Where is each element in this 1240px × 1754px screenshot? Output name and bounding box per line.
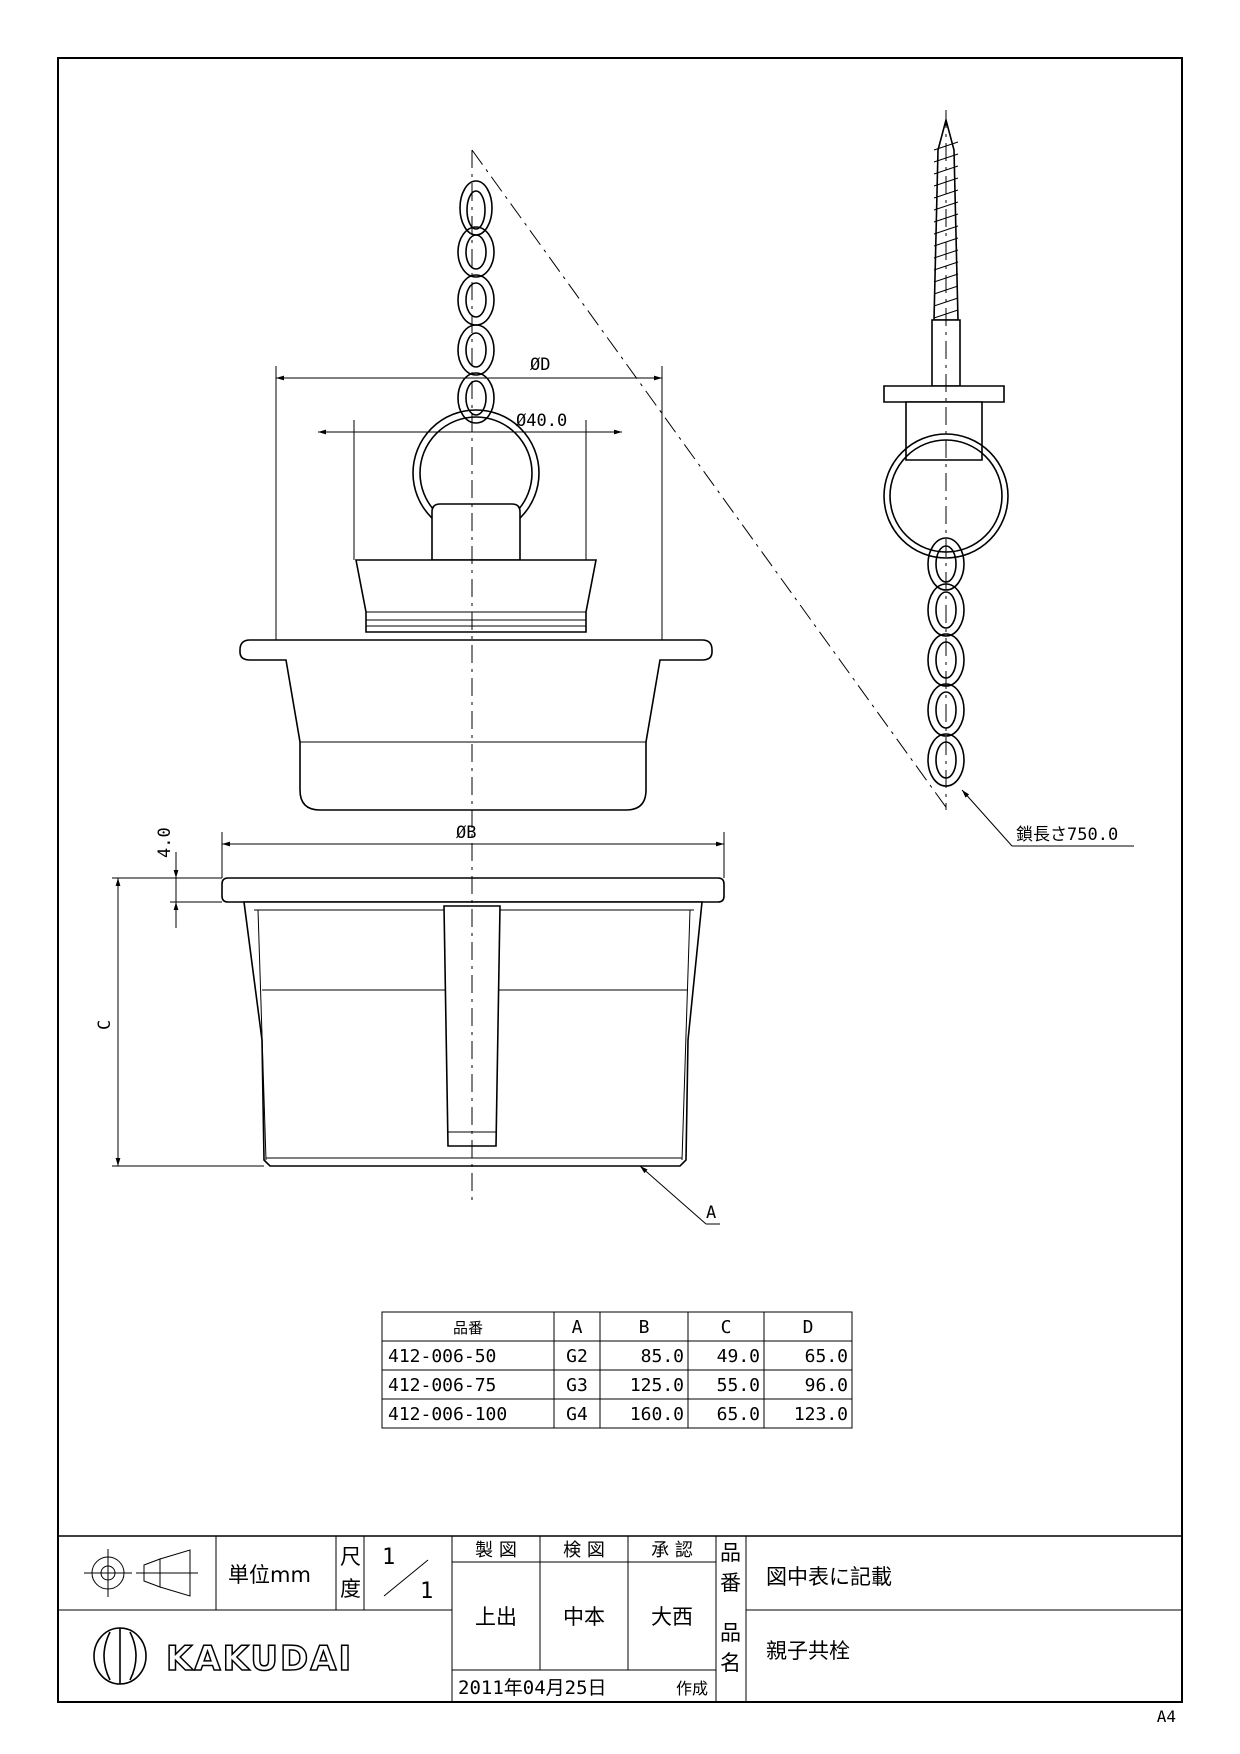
table-row-2-c: 55.0: [717, 1375, 760, 1396]
upper-cup: [239, 639, 713, 811]
part-no-value: 図中表に記載: [766, 1565, 892, 1589]
table-row-3-d: 123.0: [794, 1404, 848, 1425]
projection-line: [471, 149, 949, 811]
title-block: 単位mm 尺 度 1 1 製 図 検 図 承 認 上出 中本 大西 2011年0…: [58, 1535, 1182, 1702]
table-row-1-b: 85.0: [641, 1346, 684, 1367]
table-row-1-part-no: 412-006-50: [388, 1346, 496, 1367]
approved-label: 承 認: [651, 1540, 693, 1561]
table-header-c: C: [721, 1317, 732, 1338]
table-row-3-c: 65.0: [717, 1404, 760, 1425]
name-label-1: 品: [720, 1621, 741, 1645]
table-row-3-part-no: 412-006-100: [388, 1404, 507, 1425]
stopper-assembly: [221, 149, 949, 1200]
table-row-1-d: 65.0: [805, 1346, 848, 1367]
part-name-value: 親子共栓: [766, 1639, 850, 1663]
name-label-2: 名: [720, 1651, 741, 1675]
created-label: 作成: [676, 1679, 708, 1698]
table-header-a: A: [572, 1317, 583, 1338]
table-row-2-d: 96.0: [805, 1375, 848, 1396]
drawn-label: 製 図: [475, 1540, 517, 1561]
table-header-part-no: 品番: [453, 1319, 483, 1337]
screw-washer: [883, 385, 1005, 403]
part-no-label-1: 品: [720, 1541, 741, 1565]
company-name: KAKUDAI: [166, 1639, 353, 1679]
creation-date: 2011年04月25日: [458, 1677, 607, 1699]
table-row-1-c: 49.0: [717, 1346, 760, 1367]
dim-height: C: [95, 1020, 115, 1030]
stopper-knob: [431, 503, 521, 561]
part-no-label-2: 番: [720, 1571, 741, 1595]
unit-label: 単位mm: [228, 1563, 311, 1587]
scale-label-1: 尺: [340, 1545, 361, 1569]
table-row-2-a: G3: [566, 1375, 588, 1396]
table-header-d: D: [803, 1317, 814, 1338]
table-row-2-b: 125.0: [630, 1375, 684, 1396]
table-header-b: B: [639, 1317, 650, 1338]
checked-by: 中本: [563, 1605, 605, 1629]
stopper-chain: [457, 180, 495, 424]
scale-denominator: 1: [420, 1579, 433, 1604]
approved-by: 大西: [651, 1605, 693, 1629]
table-row-1-a: G2: [566, 1346, 588, 1367]
dim-b-outer: ØB: [456, 823, 476, 843]
dim-d-outer: ØD: [530, 355, 550, 375]
paper-size: A4: [1157, 1707, 1176, 1726]
chain-length-label: 鎖長さ750.0: [1016, 825, 1118, 845]
kakudai-logo-icon: [93, 1627, 147, 1685]
scale-numerator: 1: [382, 1545, 395, 1570]
dimension-table: 品番 A B C D 412-006-50 G2 85.0 49.0 65.0 …: [381, 1311, 853, 1429]
scale-label-2: 度: [340, 1577, 361, 1601]
third-angle-projection-icon: [84, 1549, 198, 1597]
dimensions: ØD Ø40.0 ØB 4.0 C A: [95, 355, 725, 1225]
screw-chain-assembly: 鎖長さ750.0: [883, 110, 1134, 847]
table-row-2-part-no: 412-006-75: [388, 1375, 496, 1396]
table-row-3-b: 160.0: [630, 1404, 684, 1425]
dim-thread: A: [706, 1203, 716, 1223]
dim-flange-thickness: 4.0: [155, 827, 175, 858]
drawn-by: 上出: [475, 1605, 517, 1629]
dim-d-inner: Ø40.0: [516, 411, 567, 431]
drain-flange: [221, 877, 725, 903]
rubber-plug: [355, 559, 597, 633]
table-row-3-a: G4: [566, 1404, 588, 1425]
drawing-frame: [57, 57, 1183, 1703]
checked-label: 検 図: [563, 1540, 605, 1561]
